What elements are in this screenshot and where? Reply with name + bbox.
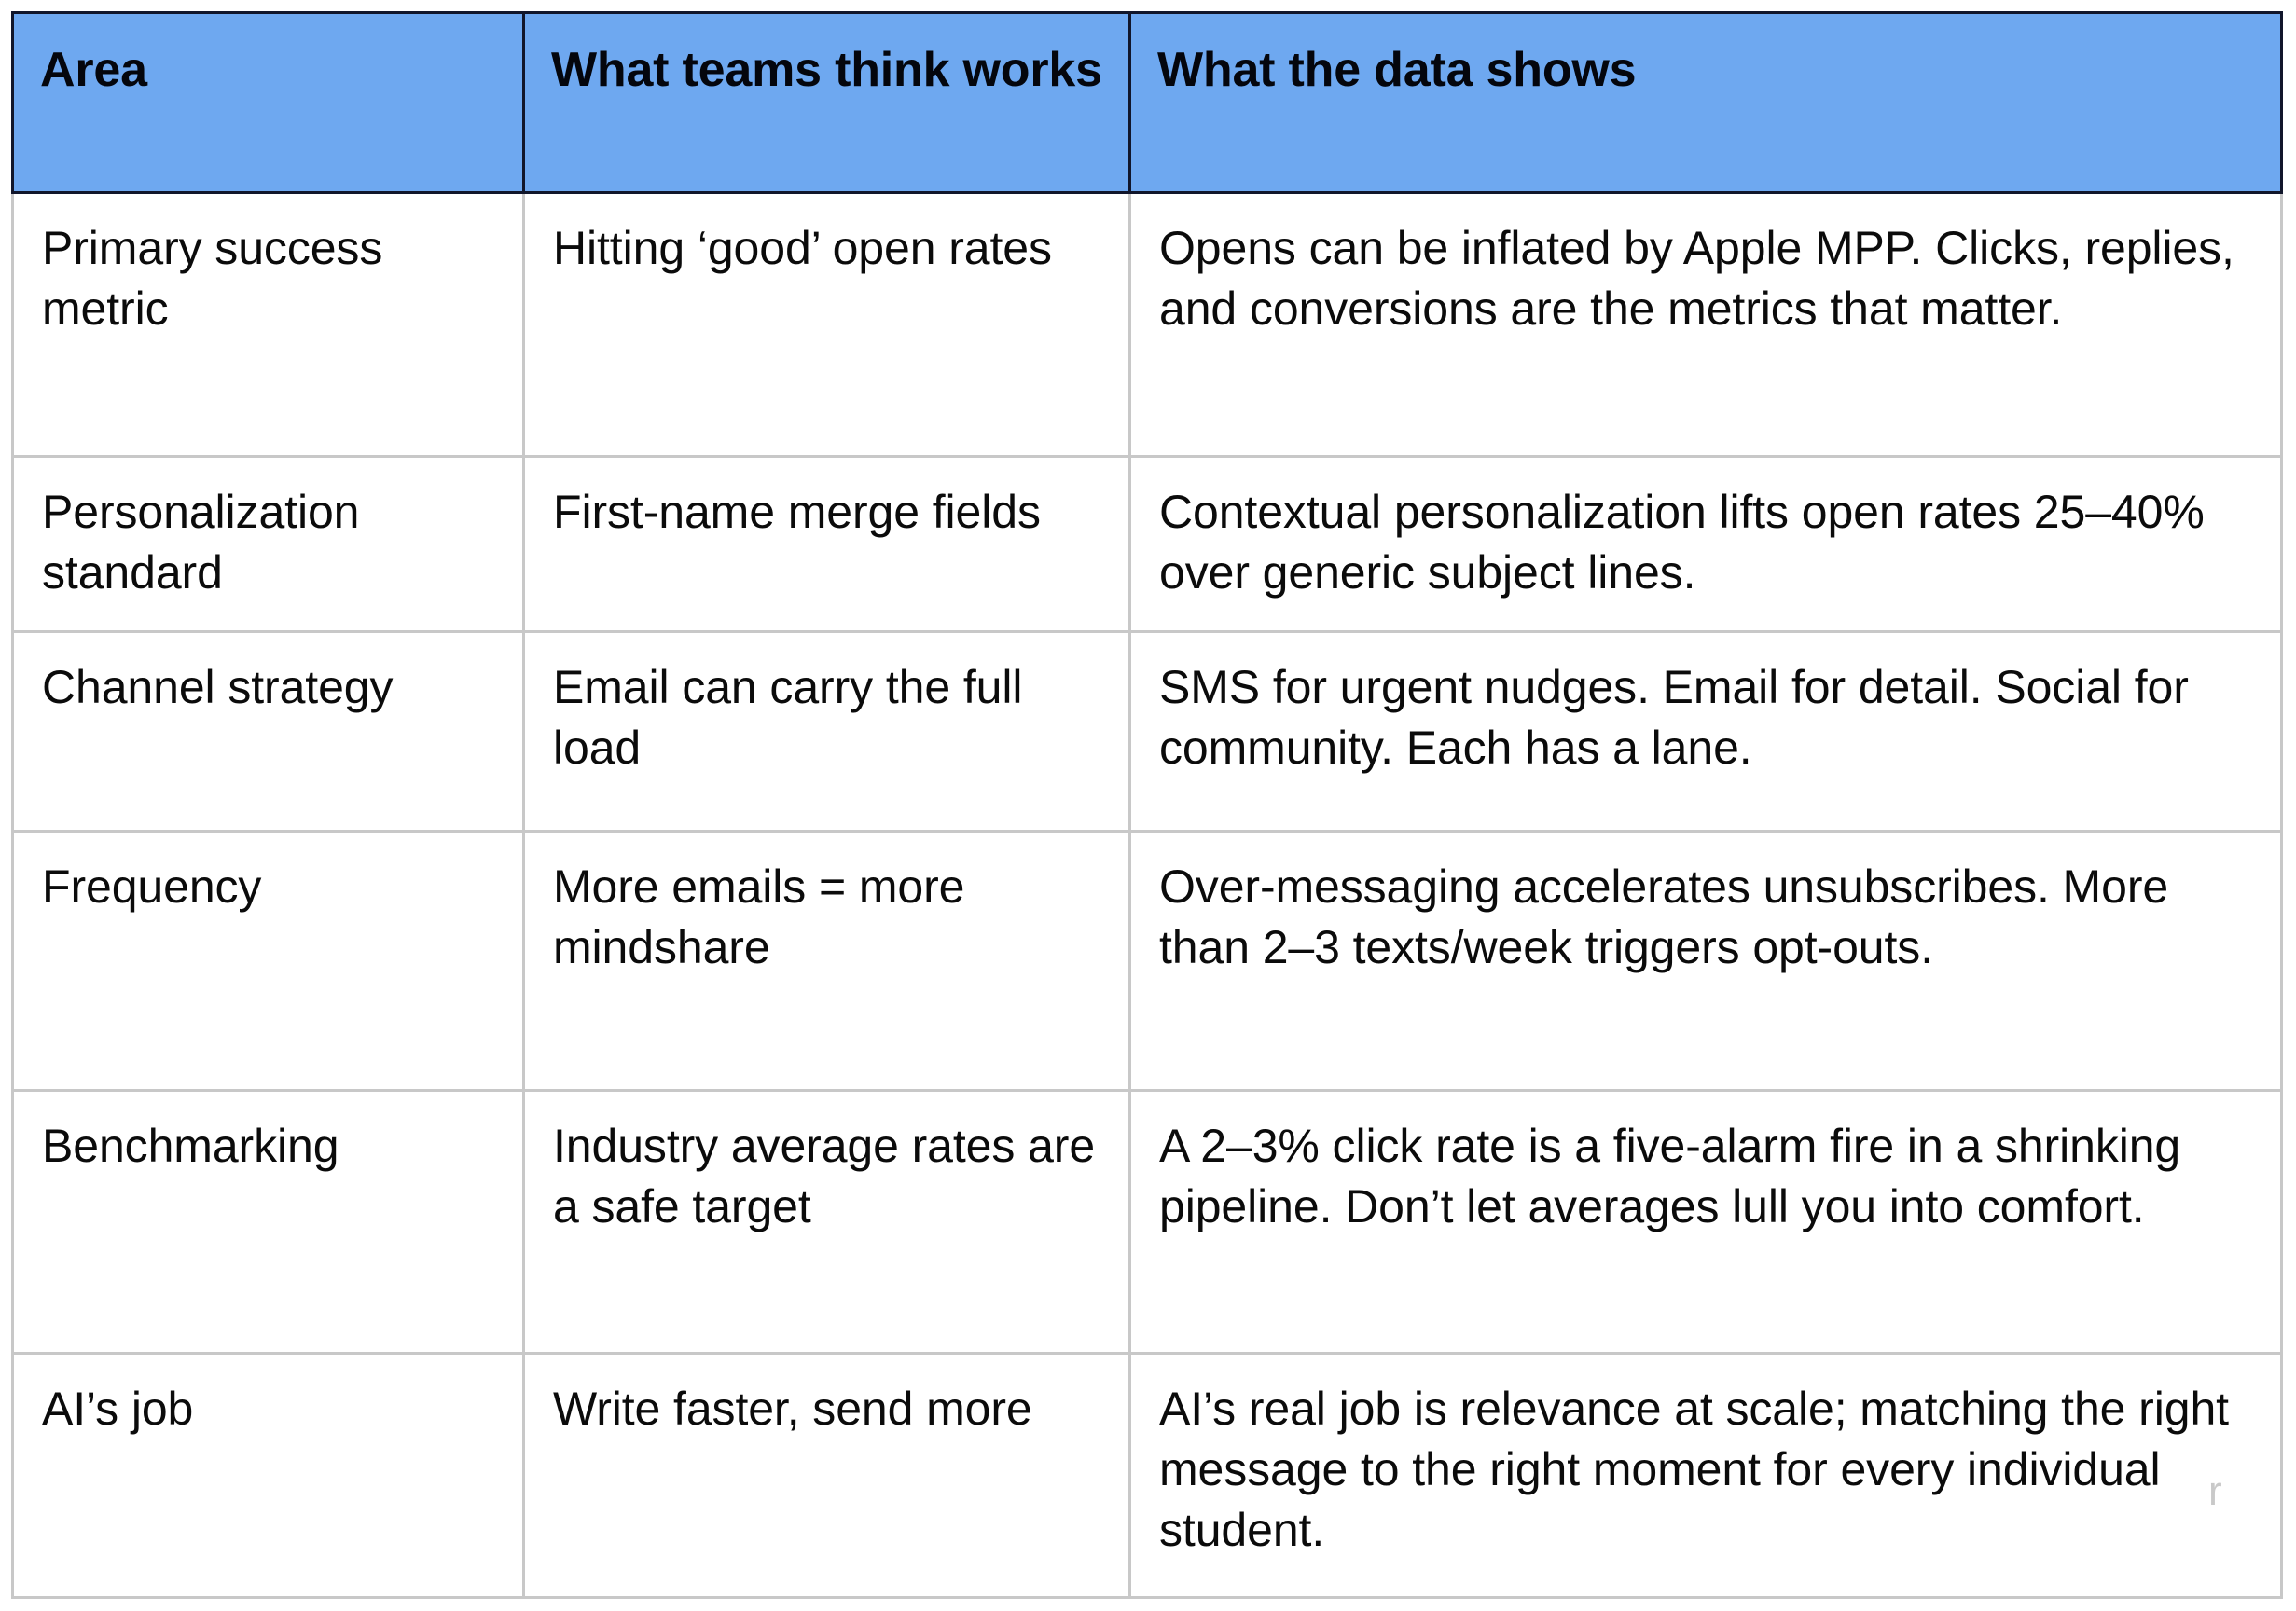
cell-data: AI’s real job is relevance at scale; mat…: [1128, 1352, 2283, 1599]
comparison-table: Area What teams think works What the dat…: [11, 11, 2283, 1599]
cell-think: Write faster, send more: [522, 1352, 1131, 1599]
cell-think: Hitting ‘good’ open rates: [522, 191, 1131, 458]
table-row: AI’s job Write faster, send more AI’s re…: [11, 1352, 2283, 1599]
table-row: Channel strategy Email can carry the ful…: [11, 630, 2283, 833]
cell-think: First-name merge fields: [522, 455, 1131, 633]
cell-area: AI’s job: [11, 1352, 525, 1599]
table-row: Frequency More emails = more mindshare O…: [11, 830, 2283, 1092]
cell-data: SMS for urgent nudges. Email for detail.…: [1128, 630, 2283, 833]
table-row: Personalization standard First-name merg…: [11, 455, 2283, 633]
cell-think: Industry average rates are a safe target: [522, 1089, 1131, 1355]
column-header-area: Area: [11, 11, 525, 194]
cell-data: Opens can be inflated by Apple MPP. Clic…: [1128, 191, 2283, 458]
cell-data: Over-messaging accelerates unsubscribes.…: [1128, 830, 2283, 1092]
header-row: Area What teams think works What the dat…: [11, 11, 2283, 194]
table-row: Primary success metric Hitting ‘good’ op…: [11, 191, 2283, 458]
cell-data: Contextual personalization lifts open ra…: [1128, 455, 2283, 633]
cell-area: Benchmarking: [11, 1089, 525, 1355]
column-header-what-teams-think-works: What teams think works: [522, 11, 1131, 194]
cell-area: Frequency: [11, 830, 525, 1092]
cell-area: Personalization standard: [11, 455, 525, 633]
cell-think: More emails = more mindshare: [522, 830, 1131, 1092]
cell-think: Email can carry the full load: [522, 630, 1131, 833]
cell-area: Channel strategy: [11, 630, 525, 833]
table-header: Area What teams think works What the dat…: [11, 11, 2283, 194]
table-row: Benchmarking Industry average rates are …: [11, 1089, 2283, 1355]
column-header-what-the-data-shows: What the data shows: [1128, 11, 2283, 194]
table-body: Primary success metric Hitting ‘good’ op…: [11, 191, 2283, 1599]
cell-area: Primary success metric: [11, 191, 525, 458]
cell-data: A 2–3% click rate is a five-alarm fire i…: [1128, 1089, 2283, 1355]
